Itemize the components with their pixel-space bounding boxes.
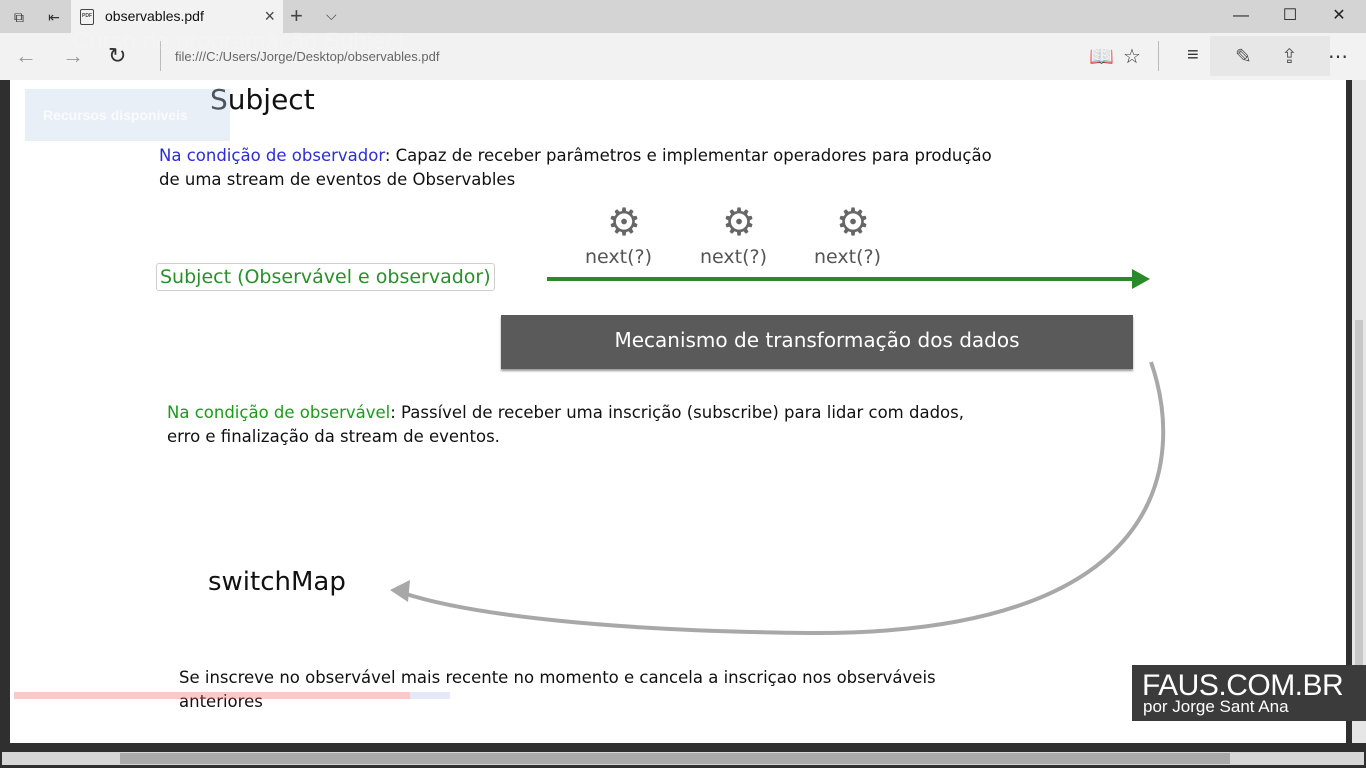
tab-title: observables.pdf <box>105 8 204 24</box>
observer-paragraph: Na condição de observador: Capaz de rece… <box>159 144 992 192</box>
horizontal-scroll-thumb[interactable] <box>120 753 1230 764</box>
tab-observables[interactable]: PDF observables.pdf × <box>71 0 283 33</box>
web-note-pen-icon[interactable]: ✎ <box>1235 46 1252 68</box>
vertical-scrollbar[interactable] <box>1352 80 1366 743</box>
minimize-button[interactable]: — <box>1233 7 1249 24</box>
page-title: Subject <box>210 83 315 116</box>
speed-button[interactable]: 1.25x <box>116 720 152 736</box>
observable-text: : Passível de receber uma inscrição (sub… <box>390 403 964 422</box>
observable-label: Na condição de observável <box>167 403 391 422</box>
forward-icon[interactable]: ⟳ <box>176 716 191 735</box>
refresh-icon[interactable]: ↻ <box>108 43 127 68</box>
diagram-arrows <box>390 269 1166 636</box>
return-curve-arrow <box>402 361 1166 636</box>
video-title-overlay: Curso de programação Subject <box>72 28 405 55</box>
set-aside-tabs-icon[interactable]: ⇤ <box>48 8 60 25</box>
tab-list-icon[interactable]: ⧉ <box>14 8 24 25</box>
favorite-star-icon[interactable]: ☆ <box>1123 46 1141 68</box>
operator-description-line1: Se inscreve no observável mais recente n… <box>179 668 936 687</box>
observable-paragraph: Na condição de observável: Passível de r… <box>167 401 964 449</box>
operator-description-line2: anteriores <box>179 692 263 711</box>
transformation-box: Mecanismo de transformação dos dados <box>501 315 1133 369</box>
operator-name: switchMap <box>208 567 346 597</box>
hub-icon[interactable]: ≡ <box>1187 44 1199 66</box>
divider <box>160 41 161 71</box>
maximize-button[interactable]: ☐ <box>1282 7 1298 24</box>
resources-button[interactable]: Recursos disponíveis <box>25 89 230 141</box>
share-icon[interactable]: ⇪ <box>1281 46 1298 68</box>
bookmark-button[interactable]: Adicionar marcador <box>750 716 911 735</box>
pdf-viewer: Subject Na condição de observador: Capaz… <box>0 80 1366 743</box>
watermark: FAUS.COM.BR por Jorge Sant Ana <box>1132 665 1366 721</box>
reading-view-icon[interactable]: 📖 <box>1089 46 1114 68</box>
gear-icon: ⚙ <box>607 202 642 244</box>
horizontal-scrollbar[interactable] <box>0 743 1366 768</box>
forward-arrow-icon[interactable]: → <box>62 43 84 68</box>
questions-button[interactable]: Ver Perguntas e Respostas <box>430 716 650 735</box>
address-bar-area: ← → ↻ file:///C:/Users/Jorge/Desktop/obs… <box>0 33 1366 80</box>
pdf-page: Subject Na condição de observador: Capaz… <box>10 80 1346 743</box>
observer-text-continued: de uma stream de eventos de Observables <box>159 170 516 189</box>
vertical-scroll-thumb[interactable] <box>1355 320 1363 720</box>
close-icon[interactable]: × <box>264 6 275 26</box>
play-icon[interactable]: ▶ <box>20 716 34 735</box>
horizontal-scroll-track[interactable] <box>2 752 1364 765</box>
observable-text-continued: erro e finalização da stream de eventos. <box>167 427 500 446</box>
gear-icon: ⚙ <box>722 202 757 244</box>
new-tab-plus-icon[interactable]: + <box>290 3 303 28</box>
chevron-down-icon[interactable]: ⌵ <box>326 7 337 23</box>
divider <box>1158 41 1159 71</box>
observer-label: Na condição de observador <box>159 146 385 165</box>
player-tools-overlay[interactable] <box>1210 36 1330 76</box>
subject-box: Subject (Observável e observador) <box>156 263 495 291</box>
watermark-author: por Jorge Sant Ana <box>1143 697 1289 716</box>
video-buffer-bar <box>410 692 450 699</box>
next-label: next(?) <box>814 246 882 268</box>
title-bar: ⧉ ⇤ PDF observables.pdf × + ⌵ — ☐ ✕ <box>0 0 1366 33</box>
observer-text: : Capaz de receber parâmetros e implemen… <box>384 146 992 165</box>
next-label: next(?) <box>585 246 653 268</box>
watermark-site: FAUS.COM.BR <box>1142 669 1344 702</box>
operator-description: Se inscreve no observável mais recente n… <box>179 666 936 714</box>
next-label: next(?) <box>700 246 768 268</box>
url-field[interactable]: file:///C:/Users/Jorge/Desktop/observabl… <box>175 49 440 64</box>
pdf-file-icon: PDF <box>80 9 94 25</box>
rewind-icon[interactable]: ⟲ <box>72 716 87 735</box>
video-progress-bar[interactable] <box>14 692 410 699</box>
stream-arrow-head <box>1132 269 1150 289</box>
more-icon[interactable]: ⋯ <box>1328 46 1348 68</box>
window-close-button[interactable]: ✕ <box>1332 7 1346 24</box>
return-arrow-head <box>390 580 410 602</box>
back-arrow-icon[interactable]: ← <box>15 43 37 68</box>
gear-icon: ⚙ <box>836 202 871 244</box>
